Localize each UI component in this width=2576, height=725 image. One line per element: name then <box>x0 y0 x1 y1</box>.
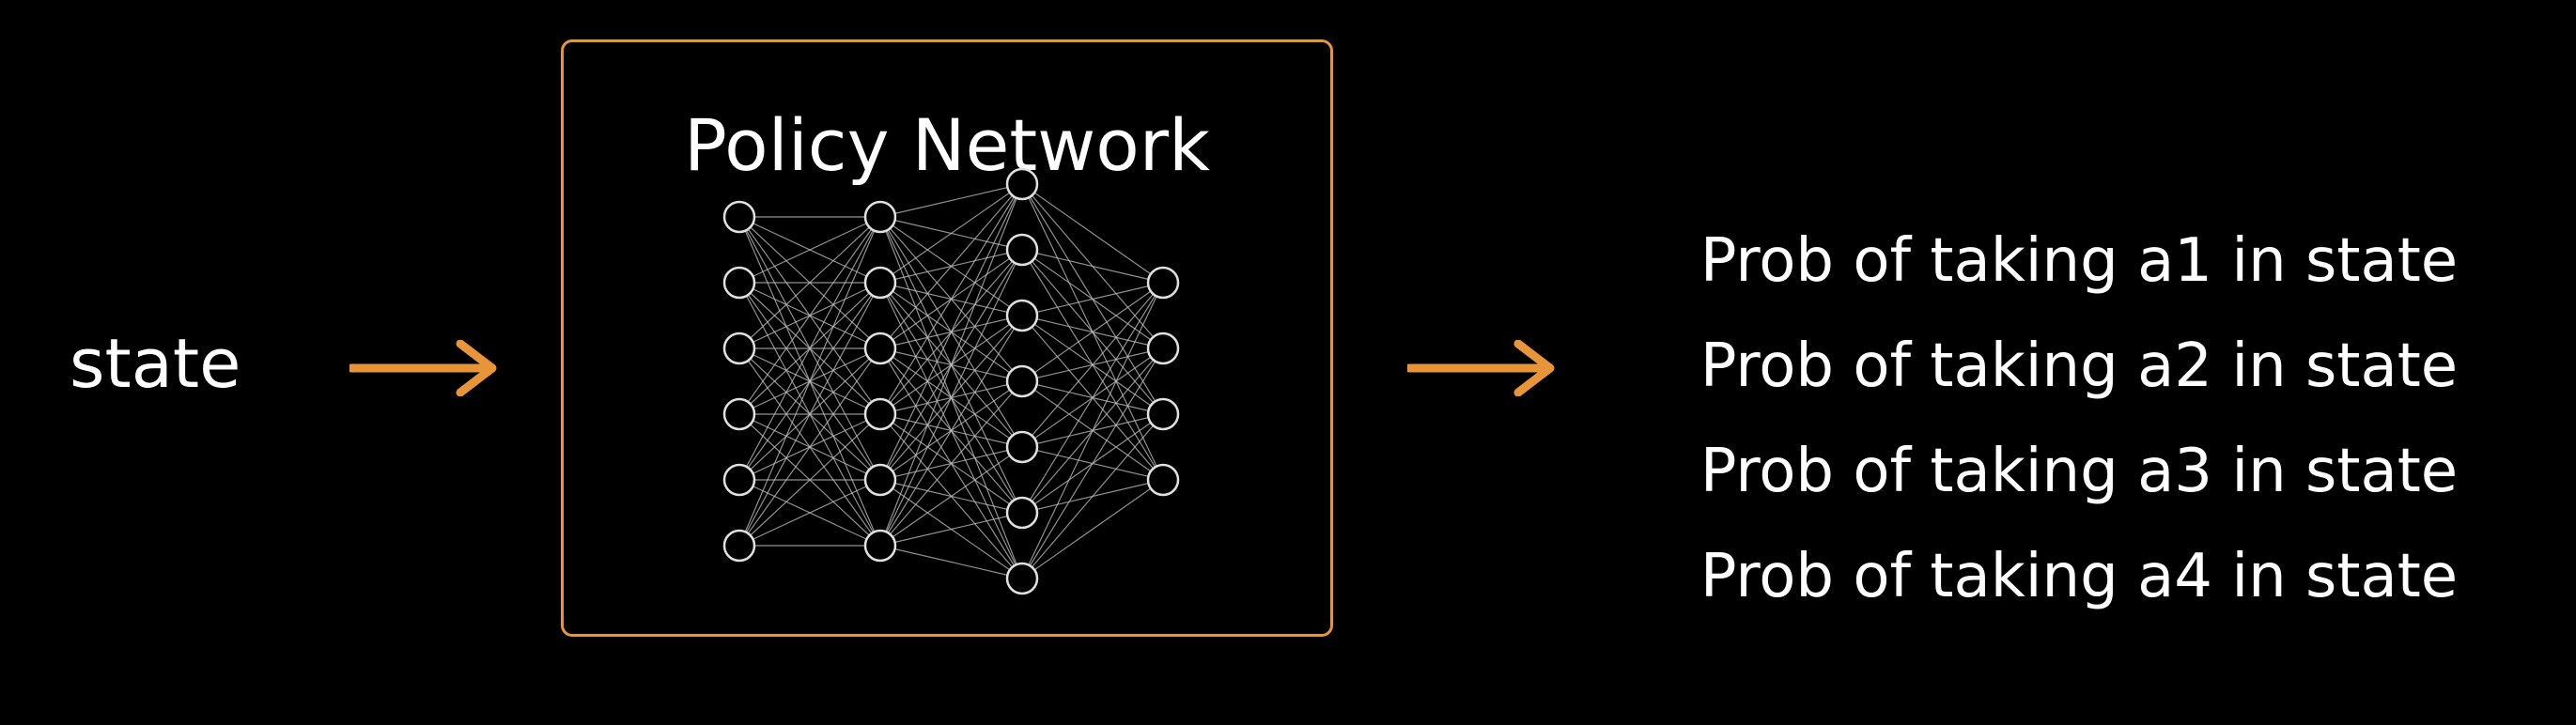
network-edge <box>1021 282 1164 514</box>
neuron-layer-3 <box>1005 233 1039 267</box>
network-edge <box>1021 183 1164 284</box>
neuron-layer-2 <box>863 200 897 234</box>
neuron-layer-4 <box>1146 397 1180 431</box>
neuron-layer-4 <box>1146 266 1180 300</box>
output-prob-a2: Prob of taking a2 in state <box>1699 332 2459 401</box>
neuron-layer-2 <box>863 529 897 563</box>
network-edge <box>879 183 1023 481</box>
network-edge <box>879 183 1023 218</box>
network-edge <box>738 216 881 547</box>
network-neurons <box>722 167 1180 595</box>
neuron-layer-2 <box>863 332 897 365</box>
network-edge <box>738 347 881 547</box>
network-edge <box>1021 479 1164 579</box>
network-connections <box>738 183 1164 579</box>
network-edge <box>879 183 1023 415</box>
network-edge <box>879 512 1023 547</box>
input-arrow-icon <box>349 340 497 396</box>
network-edge <box>879 183 1023 284</box>
network-edge <box>738 479 881 547</box>
network-edge <box>1021 347 1164 579</box>
policy-network-box: Policy Network <box>561 39 1333 637</box>
neuron-layer-2 <box>863 397 897 431</box>
network-edge <box>879 249 1023 547</box>
network-edge <box>1021 249 1164 284</box>
network-edge <box>879 315 1023 547</box>
network-edge <box>1021 413 1164 579</box>
network-edge <box>879 380 1023 547</box>
network-edge <box>738 216 881 349</box>
neuron-layer-2 <box>863 463 897 497</box>
output-probabilities: Prob of taking a1 in state Prob of takin… <box>1614 208 2544 629</box>
output-prob-a1: Prob of taking a1 in state <box>1699 226 2459 296</box>
network-edge <box>879 446 1023 547</box>
neuron-layer-4 <box>1146 332 1180 365</box>
neuron-layer-1 <box>722 529 756 563</box>
neuron-layer-1 <box>722 200 756 234</box>
neuron-layer-3 <box>1005 430 1039 464</box>
network-edge <box>738 216 881 415</box>
network-edge <box>738 216 881 481</box>
output-prob-a3: Prob of taking a3 in state <box>1699 437 2459 506</box>
network-edge <box>738 282 881 547</box>
network-edge <box>1021 282 1164 579</box>
network-edge <box>1021 282 1164 448</box>
neuron-layer-1 <box>722 332 756 365</box>
neuron-layer-1 <box>722 266 756 300</box>
network-edge <box>1021 282 1164 316</box>
neuron-layer-1 <box>722 397 756 431</box>
input-state-label: state <box>70 324 241 403</box>
output-prob-a4: Prob of taking a4 in state <box>1699 542 2459 611</box>
network-edge <box>879 183 1023 349</box>
network-edge <box>879 183 1023 547</box>
neuron-layer-3 <box>1005 167 1039 201</box>
neuron-layer-2 <box>863 266 897 300</box>
neuron-layer-1 <box>722 463 756 497</box>
network-edge <box>738 413 881 547</box>
neuron-layer-4 <box>1146 463 1180 497</box>
neuron-layer-3 <box>1005 299 1039 332</box>
neuron-layer-3 <box>1005 496 1039 530</box>
output-arrow-icon <box>1407 340 1555 396</box>
network-edge <box>1021 282 1164 382</box>
network-edge <box>879 545 1023 579</box>
neuron-layer-3 <box>1005 364 1039 398</box>
network-title: Policy Network <box>683 103 1211 187</box>
neuron-layer-3 <box>1005 562 1039 595</box>
network-edge <box>738 216 881 284</box>
